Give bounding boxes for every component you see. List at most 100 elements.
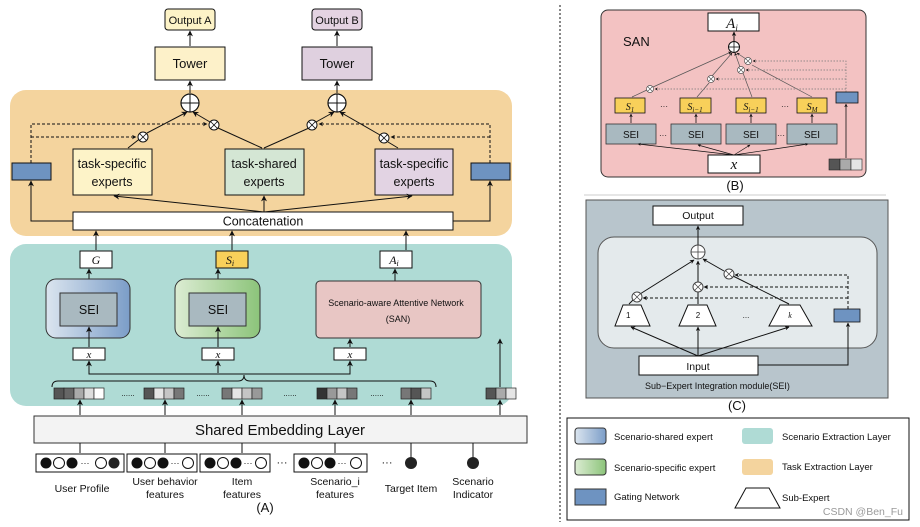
svg-text:Si−1: Si−1 (743, 102, 758, 114)
sei-output-label: Output (682, 210, 714, 222)
input-x-1: x (72, 347, 106, 361)
label-item-2: features (223, 489, 261, 501)
s-sub: i−1 (748, 106, 758, 114)
feature-scenario-i: ··· (293, 453, 368, 473)
legend-label: Scenario-specific expert (614, 463, 716, 474)
g-label: G (92, 253, 101, 267)
embedding-vector-3 (221, 387, 263, 400)
caption-b: (B) (726, 178, 743, 193)
san-line (696, 82, 710, 98)
multiply-node-icon (378, 132, 390, 144)
tower-a: Tower (154, 46, 226, 81)
ellipsis: ··· (81, 458, 90, 468)
gating-network-b (470, 162, 511, 181)
sub-expert-k: k (768, 304, 813, 327)
x-label: x (215, 349, 221, 361)
watermark: CSDN @Ben_Fu (823, 506, 903, 518)
s-sub: i (232, 259, 234, 268)
svg-text:Si−1: Si−1 (687, 102, 702, 114)
multiply-node-icon (723, 268, 735, 280)
san-line (652, 51, 732, 88)
embedding-vector-5 (400, 387, 432, 400)
ellipsis: ··· (659, 131, 667, 140)
san-title: SAN (623, 34, 650, 49)
dots: ...... (121, 389, 134, 398)
line-mult3-to-sum-b (315, 111, 335, 123)
input-x-2: x (201, 347, 235, 361)
line-mult2-to-sum-a (192, 111, 211, 123)
legend-item-scenario-shared: Scenario-shared expert (574, 427, 713, 445)
label-scenario-indicator-1: Scenario (452, 476, 494, 488)
scenario-specific-expert: SEI (174, 278, 261, 339)
scenario-specific-output-s: Si (215, 250, 249, 269)
ellipsis: ··· (338, 458, 347, 468)
multiply-node-icon (306, 119, 318, 131)
sei-label: SEI (804, 130, 820, 141)
svg-text:Ai: Ai (725, 16, 738, 33)
legend-item-scenario-extraction: Scenario Extraction Layer (742, 428, 891, 444)
legend-label: Task Extraction Layer (782, 462, 873, 473)
sei-input-arrow (630, 326, 699, 357)
sei-label: SEI (688, 130, 704, 141)
multiply-node-icon (631, 291, 643, 303)
arrow-concat-to-expert-b (263, 193, 413, 213)
label-item-1: Item (232, 476, 253, 488)
san-arrow (697, 144, 735, 156)
sei-label: SEI (623, 130, 639, 141)
feature-target-item (405, 457, 417, 469)
sei-label: SEI (208, 303, 228, 317)
line-mult1-to-sum-a (146, 111, 188, 134)
ellipsis: ··· (781, 102, 789, 111)
svg-text:S1: S1 (626, 102, 635, 114)
sei-gating-network (833, 308, 861, 323)
concatenation-label: Concatenation (223, 215, 304, 229)
scenario-shared-expert: SEI (45, 278, 131, 339)
output-b-box: Output B (311, 8, 363, 31)
feature-user-behavior: ··· (126, 453, 198, 473)
expert-shared-line2: experts (244, 175, 285, 189)
arrow-concat-to-gate-b (453, 180, 493, 222)
brace (51, 374, 437, 388)
san-label-line2: (SAN) (386, 314, 411, 324)
output-a-box: Output A (164, 8, 216, 31)
arrow-concat-to-expert-a (113, 193, 265, 213)
ellipsis: ··· (171, 458, 180, 468)
expert-a-line1: task-specific (78, 157, 147, 171)
embedding-vector-2 (143, 387, 185, 400)
embedding-vector-1 (53, 387, 105, 400)
multiply-node-icon (692, 281, 704, 293)
feature-user-profile: ··· (35, 453, 125, 473)
output-a-label: Output A (169, 15, 212, 27)
feature-scenario-indicator (467, 457, 479, 469)
label-scenario-i-1: Scenario_i (310, 476, 360, 488)
line-shared-to-mult3 (263, 127, 310, 149)
expert-a-line2: experts (92, 175, 133, 189)
san-line (734, 52, 741, 68)
svg-text:Ai: Ai (388, 253, 399, 268)
s-label: S (226, 253, 232, 267)
panel-c: Output 1 2 ... (585, 199, 889, 413)
sei-label: SEI (79, 303, 99, 317)
s-label: S (687, 102, 692, 113)
ellipsis: ... (743, 311, 750, 320)
x-label: x (86, 349, 92, 361)
legend-label: Gating Network (614, 492, 680, 503)
svg-text:SM: SM (807, 102, 819, 114)
panel-b: SAN Ai (584, 9, 886, 196)
san-sei-2: SEI (670, 123, 722, 145)
san-arrow (637, 142, 735, 156)
sei-input-arrow (697, 326, 790, 357)
san-output-label: A (725, 16, 736, 32)
san-arrow (733, 144, 751, 156)
san-arrow (733, 142, 809, 156)
s-sub: M (811, 106, 819, 114)
x-label: x (730, 157, 738, 173)
label-target-item: Target Item (385, 483, 438, 495)
label-user-behavior-2: features (146, 489, 184, 501)
panel-a: Output A Output B Tower Tower (10, 8, 528, 515)
caption-a: (A) (256, 500, 273, 515)
san-scenario-s-prev: Si−1 (679, 97, 712, 114)
sei-input-label: Input (686, 361, 709, 373)
line-mult4-to-sum-b (339, 111, 381, 136)
